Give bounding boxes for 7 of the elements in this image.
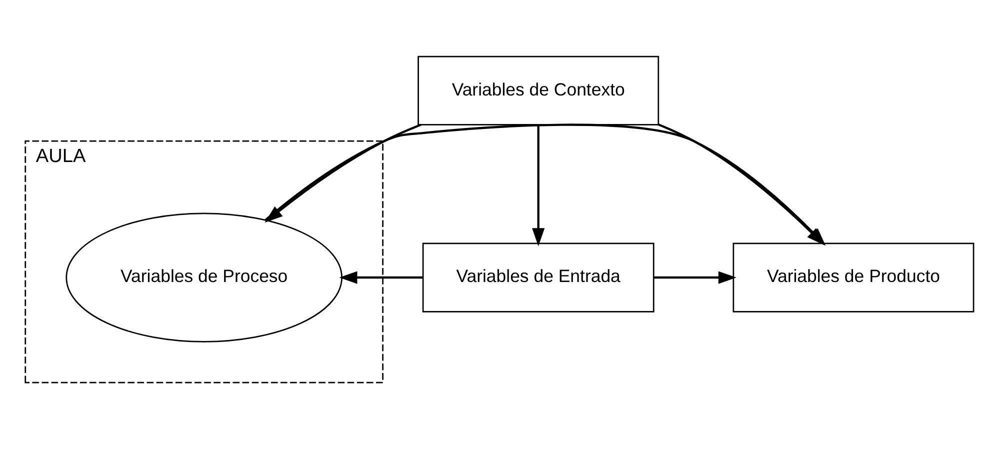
node-box: Variables de Contexto: [417, 55, 659, 125]
node-box: Variables de Entrada: [422, 242, 654, 312]
node-box: Variables de Producto: [732, 242, 974, 312]
arrow: [654, 270, 736, 284]
node-ellipse: Variables de Proceso: [65, 212, 342, 342]
arrow: [338, 270, 422, 284]
arrow: [532, 124, 544, 246]
